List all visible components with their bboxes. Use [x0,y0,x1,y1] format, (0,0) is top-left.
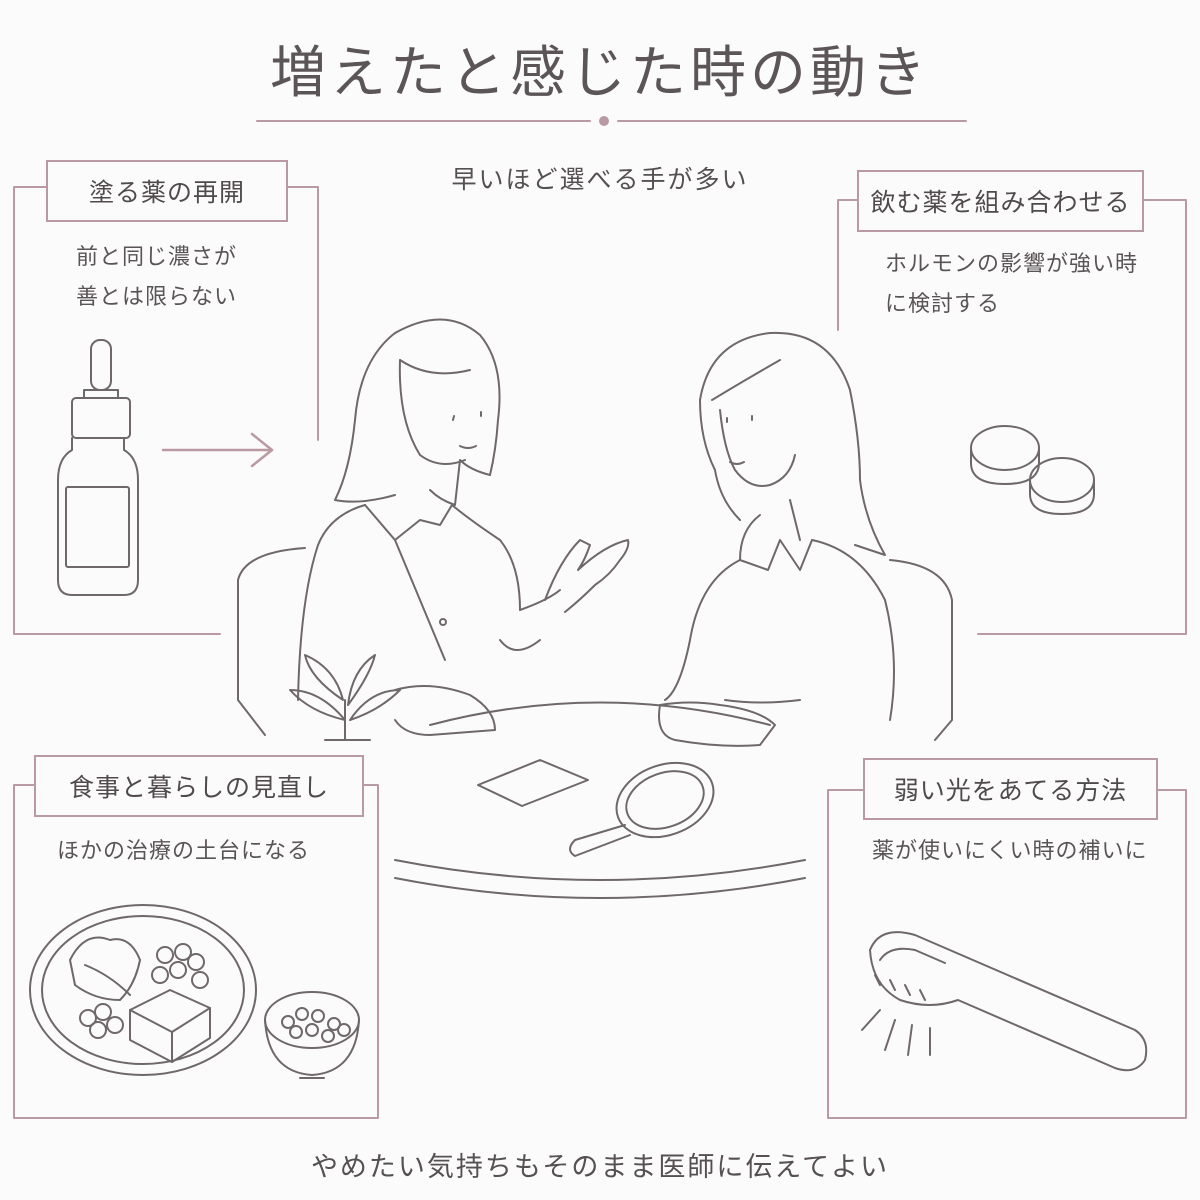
subtitle: 早いほど選べる手が多い [451,165,749,194]
desc-topical: 前と同じ濃さが 善とは限らない [76,238,237,318]
chair-right [889,559,953,741]
desc-light: 薬が使いにくい時の補いに [872,832,1148,872]
desc-topical-line: 善とは限らない [76,285,238,310]
label-diet: 食事と暮らしの見直し [34,755,364,817]
label-oral: 飲む薬を組み合わせる [857,170,1144,232]
desc-oral-line: ホルモンの影響が強い時 [885,252,1139,277]
chair-left [237,547,306,736]
desc-light-line: 薬が使いにくい時の補いに [872,839,1148,864]
desc-oral-line: に検討する [885,292,1001,317]
dropper-bottle-icon [57,339,139,596]
panel-frames [13,186,1187,1119]
desc-oral: ホルモンの影響が強い時 に検討する [885,245,1138,325]
page-title: 増えたと感じた時の動き [270,41,930,106]
patient-figure [658,331,895,747]
label-light: 弱い光をあてる方法 [863,758,1158,820]
food-plate-icon [29,904,257,1076]
desc-topical-line: 前と同じ濃さが [76,245,238,270]
label-topical: 塗る薬の再開 [46,160,288,222]
light-brush-icon [861,931,1148,1072]
pills-icon [970,425,1095,515]
table [394,701,806,899]
arrow-right-icon [161,432,274,468]
doctor-figure [297,318,630,736]
footer-note: やめたい気持ちもそのまま医師に伝えてよい [310,1152,890,1183]
bean-bowl-icon [264,991,360,1079]
hand-mirror-icon [569,761,715,857]
desc-diet-line: ほかの治療の土台になる [57,839,311,864]
desc-diet: ほかの治療の土台になる [57,832,310,872]
card-icon [477,759,589,807]
plant-icon [289,654,401,741]
title-divider [256,116,967,126]
